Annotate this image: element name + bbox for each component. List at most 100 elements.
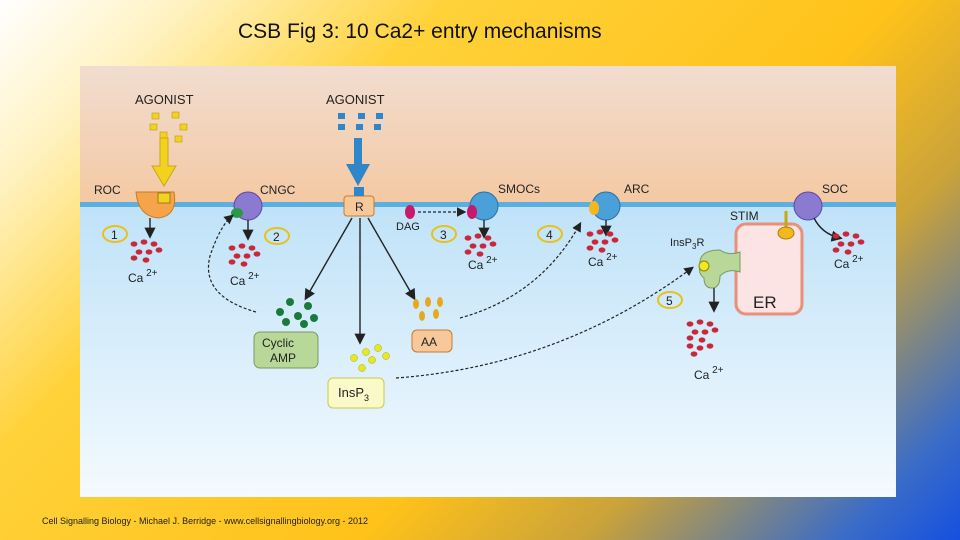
calcium-ion	[228, 245, 236, 251]
cyclic-amp-box	[253, 331, 319, 369]
number-3-badge	[431, 225, 457, 243]
cyclic-amp-to-cngc-arrow	[208, 214, 257, 313]
calcium-ion	[484, 235, 492, 241]
number-1: 1	[111, 228, 118, 242]
calcium-ion	[155, 247, 163, 253]
calcium-ion	[691, 329, 699, 335]
ca-label: Ca 2+	[230, 271, 260, 288]
aa-box	[411, 329, 453, 353]
ca-label: Ca 2+	[834, 254, 864, 271]
calcium-ion	[228, 259, 236, 265]
ca-label: Ca 2+	[588, 252, 618, 269]
cyclic-amp-molecules	[276, 298, 318, 328]
insp3-receptor	[699, 249, 741, 289]
r-to-cyclic-amp-arrow	[304, 217, 353, 301]
calcium-ion	[852, 233, 860, 239]
agonist-arrow-left	[151, 137, 177, 187]
roc-binding-site	[157, 192, 171, 204]
calcium-ion	[586, 245, 594, 251]
number-4-badge	[537, 225, 563, 243]
smocs-label: SMOCs	[498, 182, 540, 196]
ca-label: Ca 2+	[468, 255, 498, 272]
calcium-ion	[248, 245, 256, 251]
ca-label: Ca 2+	[694, 365, 724, 382]
aa-molecules	[413, 297, 443, 321]
calcium-ion	[150, 241, 158, 247]
calcium-ion	[601, 239, 609, 245]
insp3-label: InsP3	[338, 385, 369, 403]
dag-label: DAG	[396, 221, 420, 233]
calcium-ion	[464, 249, 472, 255]
calcium-ion	[591, 239, 599, 245]
extracellular-space	[80, 66, 896, 204]
insp3-box	[327, 377, 385, 409]
calcium-ion	[606, 231, 614, 237]
calcium-ion	[698, 337, 706, 343]
er-label: ER	[753, 293, 777, 312]
calcium-ion	[706, 343, 714, 349]
calcium-ion	[474, 233, 482, 239]
cyclic-amp-label-2: AMP	[270, 351, 296, 365]
calcium-ion	[135, 249, 143, 255]
calcium-ion	[489, 241, 497, 247]
insp3-to-insp3r-arrow	[395, 266, 694, 379]
ca-clusters	[130, 229, 865, 357]
agonist-label-left: AGONIST	[135, 92, 194, 107]
ca-label: Ca 2+	[128, 268, 158, 285]
insp3-molecules	[350, 344, 390, 372]
dag-molecule	[405, 205, 415, 219]
calcium-ion	[140, 239, 148, 245]
calcium-ion	[842, 231, 850, 237]
calcium-ion	[142, 257, 150, 263]
cngc-gate	[231, 208, 243, 218]
calcium-ion	[598, 247, 606, 253]
agonist-molecules-right	[338, 113, 383, 130]
calcium-ion	[233, 253, 241, 259]
calcium-ion	[240, 261, 248, 267]
stim-label: STIM	[730, 209, 759, 223]
number-3: 3	[440, 228, 447, 242]
cyclic-amp-label-1: Cyclic	[262, 336, 294, 350]
calcium-ion	[857, 239, 865, 245]
calcium-ion	[586, 231, 594, 237]
calcium-ion	[596, 229, 604, 235]
arc-label: ARC	[624, 182, 650, 196]
calcium-ion	[145, 249, 153, 255]
calcium-ion	[696, 345, 704, 351]
calcium-ion	[690, 351, 698, 357]
number-1-badge	[102, 225, 128, 243]
calcium-ion	[832, 247, 840, 253]
calcium-ion	[686, 343, 694, 349]
agonist-molecules-left	[149, 111, 188, 143]
smocs-gate	[467, 205, 477, 219]
calcium-ion	[130, 255, 138, 261]
roc-label: ROC	[94, 183, 121, 197]
soc-label: SOC	[822, 182, 848, 196]
calcium-ion	[847, 241, 855, 247]
calcium-ion	[238, 243, 246, 249]
calcium-ion	[696, 319, 704, 325]
footer-credit: Cell Signalling Biology - Michael J. Ber…	[42, 516, 368, 526]
calcium-ion	[711, 327, 719, 333]
calcium-ion	[464, 235, 472, 241]
agonist-arrow-right	[346, 138, 370, 186]
calcium-ion	[844, 249, 852, 255]
number-2: 2	[273, 230, 280, 244]
receptor-binding-site	[354, 187, 364, 196]
calcium-ion	[832, 233, 840, 239]
calcium-ion	[611, 237, 619, 243]
calcium-ion	[469, 243, 477, 249]
aa-label: AA	[421, 335, 437, 349]
number-5: 5	[666, 294, 673, 308]
ca-entry-diagram: AGONIST AGONIST ROC 1 CNGC 2 R DAG SMOCs…	[80, 66, 896, 497]
calcium-ion	[686, 321, 694, 327]
soc-channel	[793, 191, 823, 221]
arc-gate	[589, 201, 599, 215]
cngc-label: CNGC	[260, 183, 296, 197]
calcium-ion	[701, 329, 709, 335]
number-5-badge	[657, 291, 683, 309]
number-4: 4	[546, 228, 553, 242]
insp3r-label: InsP3R	[670, 237, 704, 251]
slide-title: CSB Fig 3: 10 Ca2+ entry mechanisms	[238, 20, 602, 43]
r-to-aa-arrow	[367, 217, 416, 301]
